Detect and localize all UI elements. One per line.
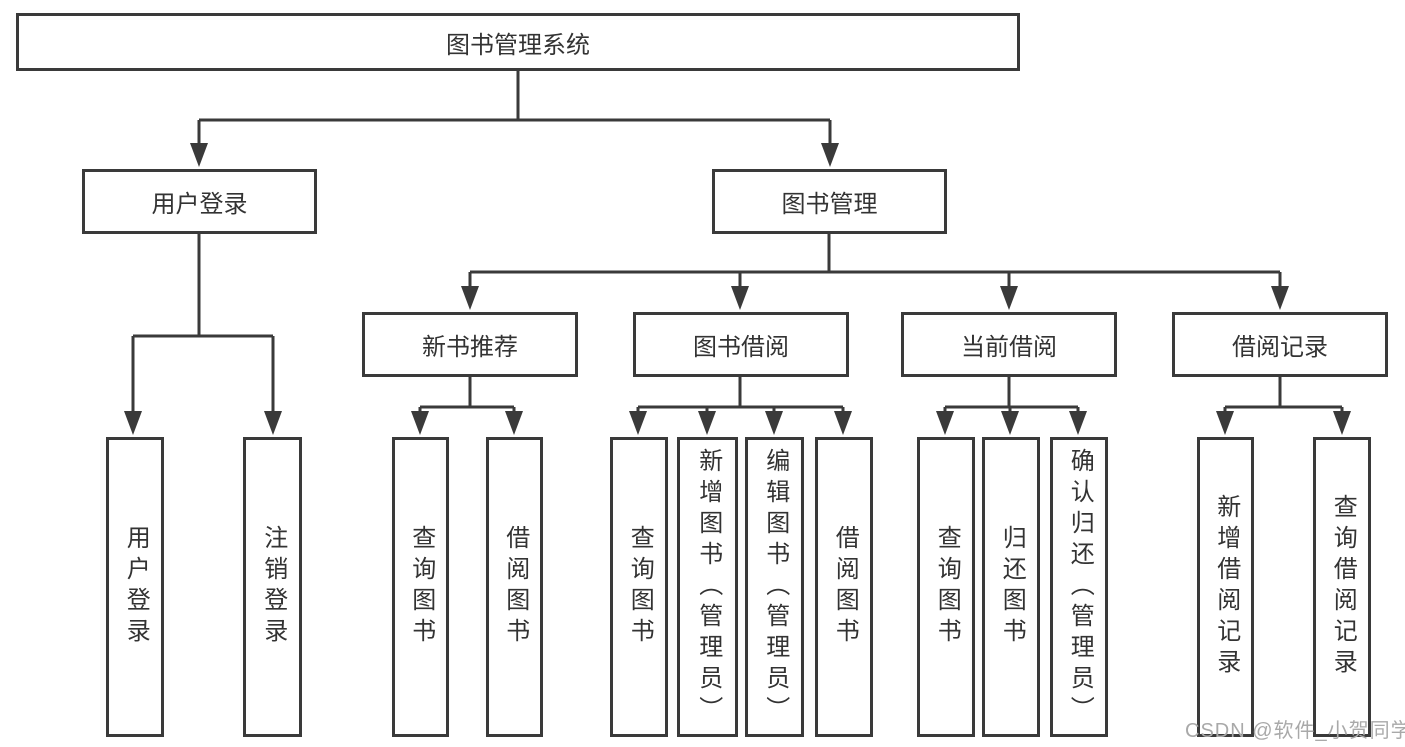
leaf-cb-return-book: 归还图书 [982, 437, 1040, 737]
leaf-bb-borrow-book-label: 借阅图书 [831, 525, 859, 649]
arrowheads [124, 143, 1351, 435]
leaf-nb-borrow-book: 借阅图书 [486, 437, 543, 737]
leaf-br-query-record: 查询借阅记录 [1313, 437, 1371, 737]
leaf-bb-query-book-label: 查询图书 [626, 525, 654, 649]
node-current-borrow: 当前借阅 [901, 312, 1117, 377]
leaf-bb-borrow-book: 借阅图书 [815, 437, 873, 737]
leaf-nb-query-book-label: 查询图书 [407, 525, 435, 649]
node-book-borrow: 图书借阅 [633, 312, 849, 377]
leaf-cb-confirm-return-admin-label: 确认归还（管理员） [1066, 447, 1094, 727]
leaf-nb-query-book: 查询图书 [392, 437, 449, 737]
leaf-bb-edit-book-admin: 编辑图书（管理员） [745, 437, 804, 737]
leaf-logout: 注销登录 [243, 437, 302, 737]
leaf-logout-label: 注销登录 [259, 525, 287, 649]
leaf-cb-return-book-label: 归还图书 [998, 525, 1026, 649]
leaf-br-add-record: 新增借阅记录 [1197, 437, 1254, 737]
leaf-cb-confirm-return-admin: 确认归还（管理员） [1050, 437, 1108, 737]
node-user-login: 用户登录 [82, 169, 317, 234]
node-borrow-records: 借阅记录 [1172, 312, 1388, 377]
leaf-br-add-record-label: 新增借阅记录 [1212, 494, 1240, 680]
leaf-br-query-record-label: 查询借阅记录 [1329, 494, 1357, 680]
leaf-bb-query-book: 查询图书 [610, 437, 668, 737]
connector-lines [131, 70, 1344, 414]
leaf-bb-edit-book-admin-label: 编辑图书（管理员） [761, 447, 789, 727]
leaf-bb-add-book-admin: 新增图书（管理员） [677, 437, 738, 737]
leaf-user-login: 用户登录 [106, 437, 164, 737]
leaf-cb-query-book-label: 查询图书 [933, 525, 961, 649]
node-library-system: 图书管理系统 [16, 13, 1020, 71]
leaf-bb-add-book-admin-label: 新增图书（管理员） [694, 447, 722, 727]
leaf-nb-borrow-book-label: 借阅图书 [501, 525, 529, 649]
watermark: CSDN @软件_小贺同学 [1185, 720, 1405, 742]
leaf-user-login-label: 用户登录 [122, 525, 150, 649]
leaf-cb-query-book: 查询图书 [917, 437, 975, 737]
node-new-book-recommend: 新书推荐 [362, 312, 578, 377]
node-book-management: 图书管理 [712, 169, 947, 234]
